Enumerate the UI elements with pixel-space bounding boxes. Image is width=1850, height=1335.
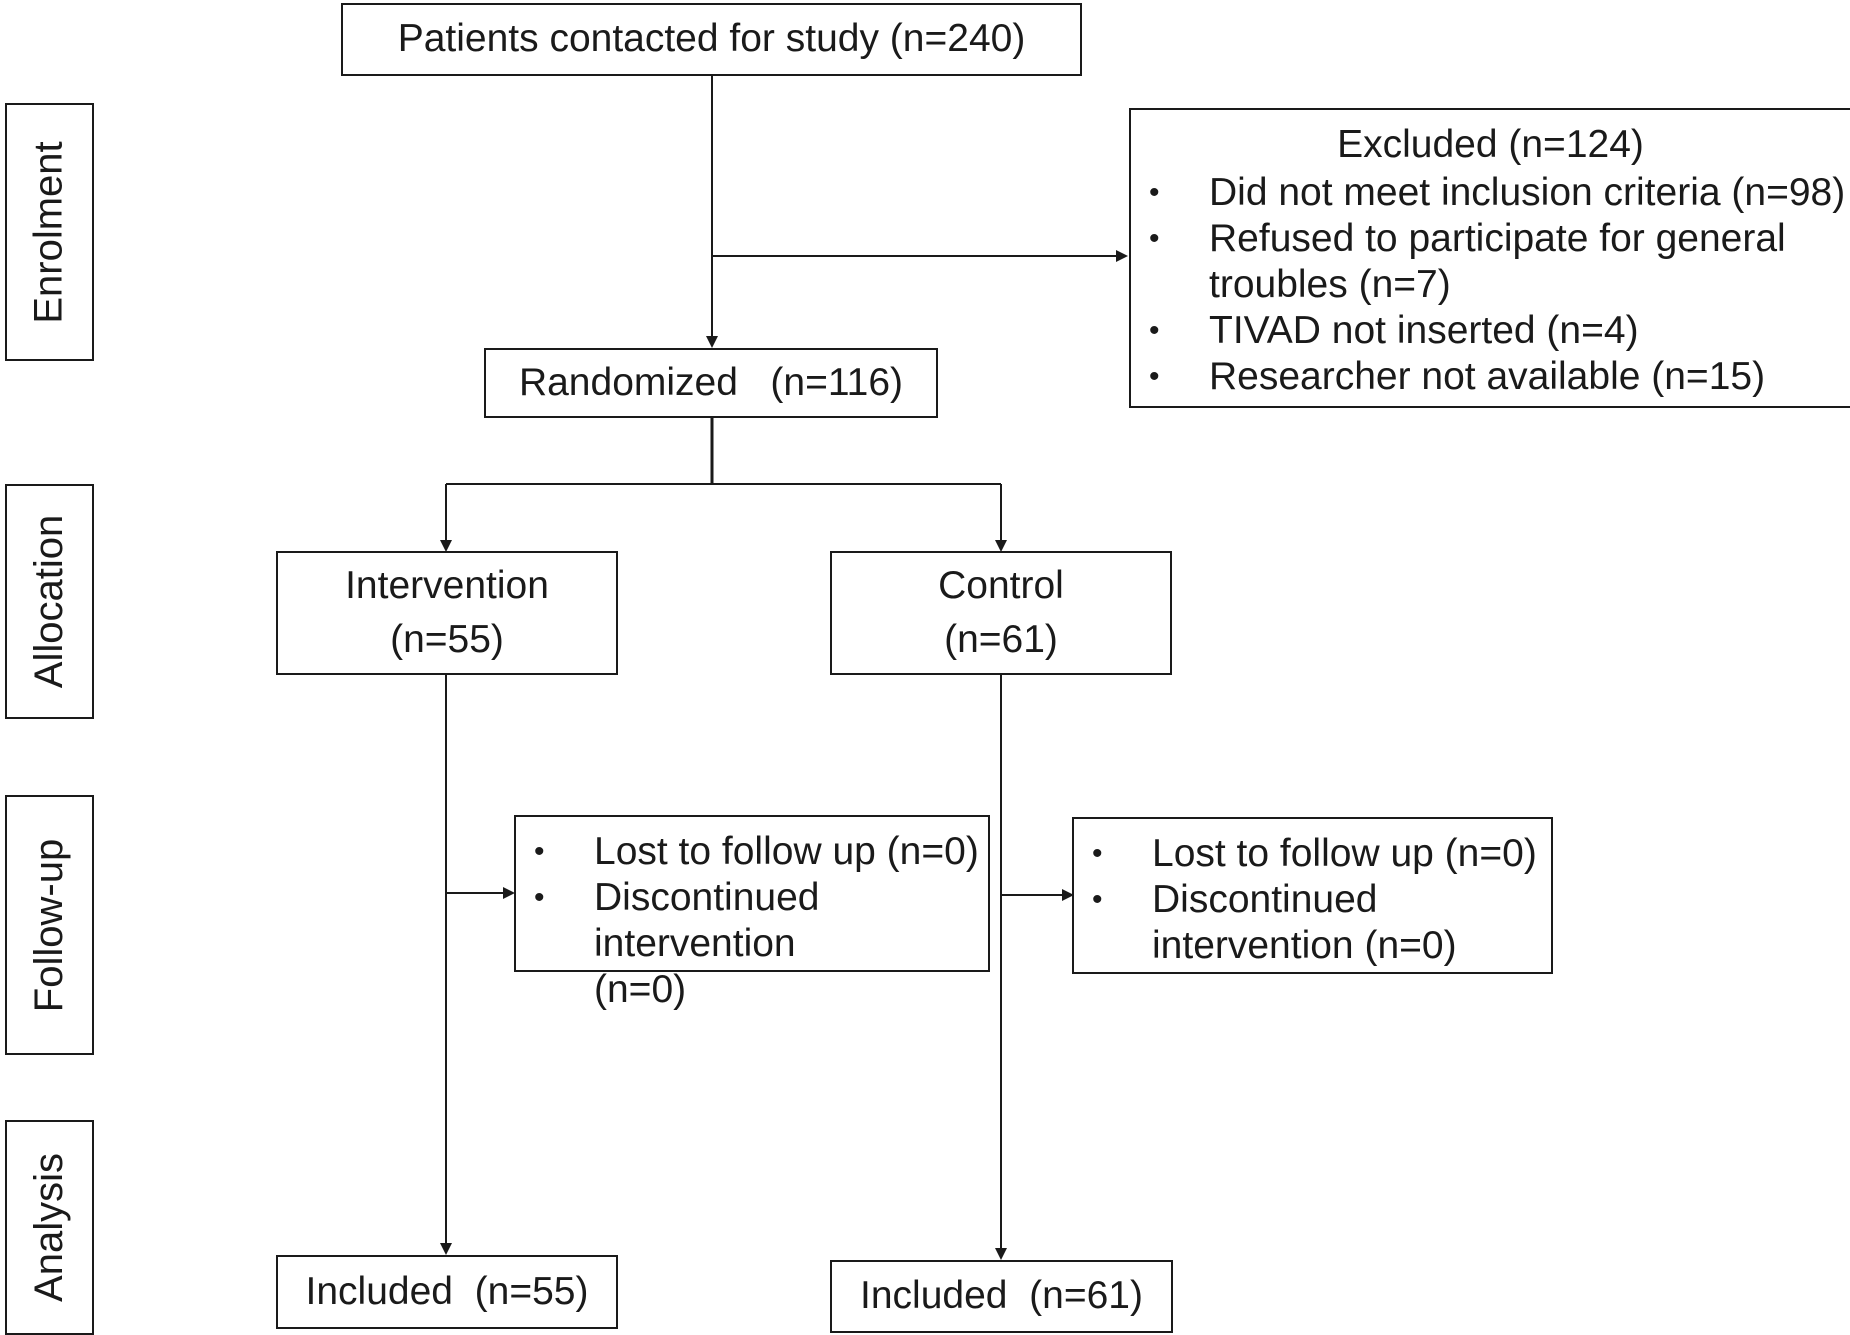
excluded-item: TIVAD not inserted (n=4) — [1131, 308, 1850, 354]
intervention-name: Intervention — [345, 563, 549, 607]
followup-intervention-item: Discontinued intervention (n=0) — [516, 875, 988, 1013]
stage-analysis-label: Analysis — [27, 1153, 72, 1302]
control-count: (n=61) — [944, 618, 1058, 661]
intervention-count: (n=55) — [390, 618, 504, 661]
followup-control-item: Lost to follow up (n=0) — [1074, 831, 1551, 877]
stage-allocation-label: Allocation — [27, 514, 71, 689]
intervention-box: Intervention (n=55) — [276, 551, 618, 675]
included-control-text: Included (n=61) — [860, 1274, 1143, 1318]
excluded-box: Excluded (n=124) Did not meet inclusion … — [1129, 108, 1850, 408]
stage-analysis: Analysis — [5, 1120, 94, 1335]
followup-intervention-box: Lost to follow up (n=0) Discontinued int… — [514, 815, 990, 1011]
followup-control-item: Discontinued intervention (n=0) — [1074, 877, 1551, 969]
followup-control-box: Lost to follow up (n=0) Discontinued int… — [1072, 817, 1553, 974]
excluded-item: Refused to participate for general troub… — [1131, 216, 1850, 308]
control-name: Control — [938, 563, 1064, 607]
stage-allocation: Allocation — [5, 484, 94, 719]
contacted-text: Patients contacted for study (n=240) — [397, 17, 1026, 61]
included-control-box: Included (n=61) — [830, 1260, 1173, 1333]
followup-control-list: Lost to follow up (n=0) Discontinued int… — [1074, 831, 1551, 969]
randomized-box: Randomized (n=116) — [484, 348, 938, 418]
stage-follow-up-label: Follow-up — [27, 838, 71, 1012]
stage-enrolment-label: Enrolment — [27, 140, 71, 324]
included-intervention-text: Included (n=55) — [305, 1269, 589, 1313]
excluded-item: Researcher not available (n=15) — [1131, 354, 1850, 400]
stage-follow-up: Follow-up — [5, 795, 94, 1055]
excluded-item: Did not meet inclusion criteria (n=98) — [1131, 170, 1850, 216]
excluded-title: Excluded (n=124) — [1337, 123, 1644, 166]
contacted-box: Patients contacted for study (n=240) — [341, 3, 1082, 76]
included-intervention-box: Included (n=55) — [276, 1255, 618, 1329]
followup-intervention-list: Lost to follow up (n=0) Discontinued int… — [516, 829, 988, 1013]
excluded-list: Did not meet inclusion criteria (n=98) R… — [1131, 170, 1850, 400]
followup-intervention-item: Lost to follow up (n=0) — [516, 829, 988, 875]
randomized-text: Randomized (n=116) — [518, 360, 904, 404]
stage-enrolment: Enrolment — [5, 103, 94, 361]
control-box: Control (n=61) — [830, 551, 1172, 675]
